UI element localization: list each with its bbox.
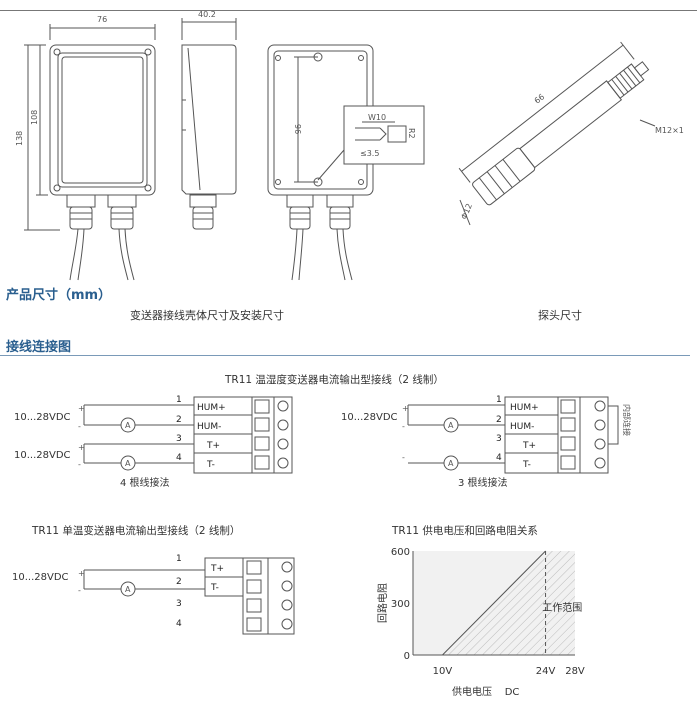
supply-label-4: 10...28VDC bbox=[12, 572, 69, 583]
caption-four-wire: 4 根线接法 bbox=[120, 476, 170, 489]
y-tick-600: 600 bbox=[391, 547, 410, 558]
y-tick-300: 300 bbox=[391, 599, 410, 610]
dim-108: 108 bbox=[30, 110, 39, 125]
y-axis-label: 回路电阻 bbox=[376, 583, 389, 623]
inner-connection-label: 内部连接 bbox=[622, 404, 632, 436]
working-range-area bbox=[442, 551, 575, 655]
chart-title: TR11 供电电压和回路电阻关系 bbox=[392, 525, 538, 537]
ammeter-3: A bbox=[448, 421, 454, 430]
x-tick-10v: 10V bbox=[433, 666, 453, 677]
top-rule bbox=[0, 10, 697, 11]
pin-r1: 1 bbox=[496, 395, 502, 405]
dimension-drawings: 76 40.2 108 138 96 66 Φ12 M12×1 W10 ≤3.5… bbox=[15, 10, 684, 281]
x-tick-28v: 28V bbox=[565, 666, 585, 677]
dim-d35: ≤3.5 bbox=[360, 149, 379, 158]
working-range-label: 工作范围 bbox=[542, 601, 582, 614]
section-heading-dimensions: 产品尺寸（mm） bbox=[6, 288, 112, 303]
ammeter-1: A bbox=[125, 421, 131, 430]
pin-b4: 4 bbox=[176, 619, 182, 629]
terminal-b-t-minus: T- bbox=[210, 583, 219, 593]
pin-2: 2 bbox=[176, 415, 182, 425]
pin-4: 4 bbox=[176, 453, 182, 463]
probe-drawing bbox=[458, 41, 656, 226]
pin-b1: 1 bbox=[176, 554, 182, 564]
title-temp-wiring: TR11 单温变送器电流输出型接线（2 线制） bbox=[32, 525, 241, 537]
supply-label-1: 10...28VDC bbox=[14, 412, 71, 423]
back-view-housing bbox=[267, 44, 425, 281]
sign-plus-2: + bbox=[78, 443, 85, 452]
ammeter-4: A bbox=[448, 459, 454, 468]
sign-minus-2: - bbox=[78, 460, 81, 469]
sign-plus-3: + bbox=[402, 404, 409, 413]
pin-r2: 2 bbox=[496, 415, 502, 425]
ammeter-2: A bbox=[125, 459, 131, 468]
terminal-r-hum-minus: HUM- bbox=[510, 422, 534, 432]
terminal-b-t-plus: T+ bbox=[210, 564, 224, 574]
terminal-t-minus: T- bbox=[206, 460, 215, 470]
terminal-r-t-minus: T- bbox=[522, 460, 531, 470]
section-heading-wiring: 接线连接图 bbox=[6, 340, 72, 355]
side-view-housing bbox=[181, 18, 237, 230]
sign-plus-1: + bbox=[78, 404, 85, 413]
sign-minus-1: - bbox=[78, 422, 81, 431]
pin-1: 1 bbox=[176, 395, 182, 405]
pin-b3: 3 bbox=[176, 599, 182, 609]
three-wire-diagram bbox=[407, 396, 619, 474]
pin-3: 3 bbox=[176, 434, 182, 444]
dim-138: 138 bbox=[15, 131, 24, 146]
pin-b2: 2 bbox=[176, 577, 182, 587]
boundary-line bbox=[442, 550, 546, 656]
x-axis-label: 供电电压 DC bbox=[452, 685, 519, 698]
sign-minus-4: - bbox=[402, 453, 405, 462]
terminal-hum-plus: HUM+ bbox=[197, 403, 226, 413]
terminal-r-t-plus: T+ bbox=[522, 441, 536, 451]
supply-label-3: 10...28VDC bbox=[341, 412, 398, 423]
supply-label-2: 10...28VDC bbox=[14, 450, 71, 461]
terminal-t-plus: T+ bbox=[206, 441, 220, 451]
terminal-hum-minus: HUM- bbox=[197, 422, 221, 432]
dim-w10: W10 bbox=[368, 113, 386, 122]
caption-housing: 变送器接线壳体尺寸及安装尺寸 bbox=[130, 309, 284, 322]
caption-probe: 探头尺寸 bbox=[538, 309, 582, 322]
dim-r2: R2 bbox=[407, 128, 416, 139]
front-view-housing bbox=[24, 24, 156, 281]
dim-thread: M12×1 bbox=[655, 126, 684, 135]
terminal-r-hum-plus: HUM+ bbox=[510, 403, 539, 413]
x-tick-24v: 24V bbox=[536, 666, 556, 677]
ammeter-5: A bbox=[125, 585, 131, 594]
four-wire-diagram bbox=[83, 396, 293, 474]
section-rule bbox=[0, 355, 690, 356]
pin-r3: 3 bbox=[496, 434, 502, 444]
pin-r4: 4 bbox=[496, 453, 502, 463]
title-humid-wiring: TR11 温湿度变送器电流输出型接线（2 线制） bbox=[225, 374, 444, 386]
sign-minus-5: - bbox=[78, 586, 81, 595]
sign-minus-3: - bbox=[402, 422, 405, 431]
dim-96: 96 bbox=[293, 124, 302, 134]
dim-40: 40.2 bbox=[198, 10, 216, 19]
dim-76: 76 bbox=[97, 15, 107, 24]
single-temp-diagram bbox=[83, 557, 295, 635]
sign-plus-5: + bbox=[78, 569, 85, 578]
caption-three-wire: 3 根线接法 bbox=[458, 476, 508, 489]
y-tick-0: 0 bbox=[404, 651, 410, 662]
